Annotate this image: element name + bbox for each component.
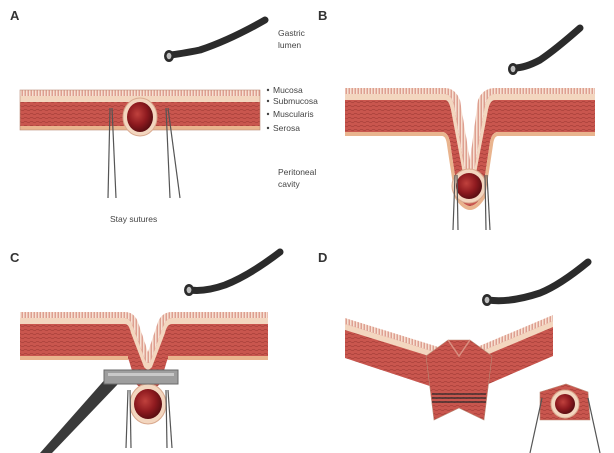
label-gastric-lumen-2: lumen	[278, 40, 301, 50]
panel-b: B	[318, 8, 595, 230]
resected-specimen-d	[530, 384, 600, 453]
panel-b-letter: B	[318, 8, 327, 23]
endoscope-b	[508, 28, 580, 75]
gastric-wall-d	[345, 315, 553, 420]
label-serosa: Serosa	[273, 123, 300, 133]
label-stay-sutures: Stay sutures	[110, 214, 157, 224]
endoscope-a	[164, 20, 265, 62]
endoscope-d	[482, 262, 588, 306]
tumor-a	[123, 98, 157, 136]
endoscope-c	[184, 252, 280, 296]
panel-a: A Gastric lumen	[10, 8, 318, 224]
panel-c: C	[10, 250, 280, 453]
label-peritoneal-1: Peritoneal	[278, 167, 316, 177]
tumor-c	[130, 384, 166, 424]
label-submucosa: Submucosa	[273, 96, 318, 106]
panel-d-letter: D	[318, 250, 327, 265]
panel-c-letter: C	[10, 250, 20, 265]
label-peritoneal-2: cavity	[278, 179, 300, 189]
label-muscularis: Muscularis	[273, 109, 314, 119]
label-gastric-lumen-1: Gastric	[278, 28, 306, 38]
panel-a-letter: A	[10, 8, 20, 23]
panel-d: D	[318, 250, 600, 453]
label-mucosa: Mucosa	[273, 85, 303, 95]
